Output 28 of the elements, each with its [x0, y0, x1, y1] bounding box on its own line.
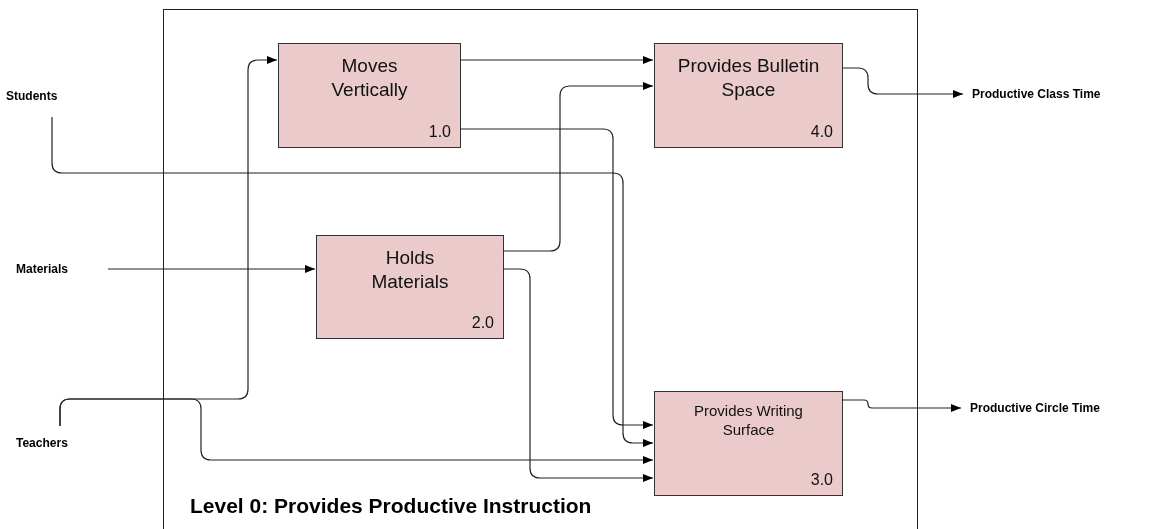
- input-label: Students: [6, 87, 82, 105]
- arrow: [841, 67, 964, 98]
- process-box: [654, 391, 843, 496]
- input-label: Materials: [16, 260, 96, 278]
- arrow: [107, 265, 316, 273]
- input-label: Teachers: [16, 434, 96, 452]
- process-box: [316, 235, 504, 339]
- process-box: [654, 43, 843, 148]
- arrow: [459, 56, 654, 64]
- arrow: [51, 116, 654, 447]
- output-label: Productive Class Time: [972, 85, 1154, 103]
- process-label: Provides Bulletin Space: [676, 54, 821, 102]
- process-number: 2.0: [471, 313, 494, 333]
- process-number: 4.0: [810, 122, 833, 142]
- diagram-frame: [163, 9, 918, 529]
- process-label: Moves Vertically: [330, 54, 409, 102]
- arrow: [502, 82, 654, 252]
- frame-label: Level 0: Provides Productive Instruction: [190, 493, 592, 519]
- process-label: Provides Writing Surface: [693, 402, 804, 440]
- arrow: [59, 398, 654, 464]
- process-box: [278, 43, 461, 148]
- process-number: 1.0: [428, 122, 451, 142]
- process-number: 3.0: [810, 470, 833, 490]
- arrow: [502, 268, 654, 482]
- process-label: Holds Materials: [370, 246, 450, 294]
- output-label: Productive Circle Time: [970, 399, 1156, 417]
- arrow: [841, 399, 962, 412]
- arrow: [459, 128, 654, 429]
